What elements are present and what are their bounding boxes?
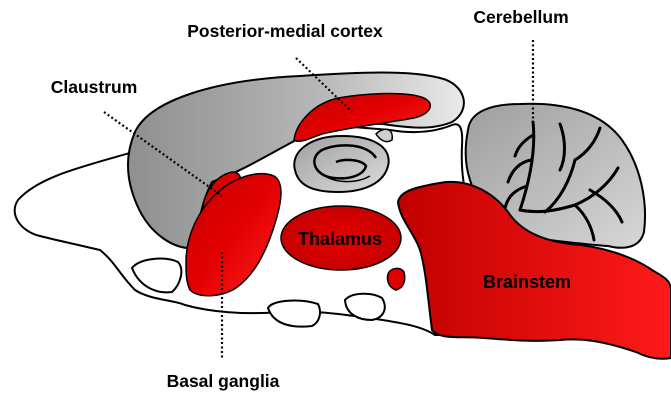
small-nucleus bbox=[387, 268, 404, 290]
label-cerebellum: Cerebellum bbox=[473, 7, 568, 27]
label-claustrum: Claustrum bbox=[51, 77, 138, 97]
label-brainstem: Brainstem bbox=[483, 272, 571, 292]
label-basal-ganglia: Basal ganglia bbox=[167, 371, 280, 391]
label-posterior-medial-cortex: Posterior-medial cortex bbox=[187, 21, 383, 41]
label-thalamus: Thalamus bbox=[298, 229, 382, 249]
ventral-bump-2 bbox=[268, 301, 320, 327]
